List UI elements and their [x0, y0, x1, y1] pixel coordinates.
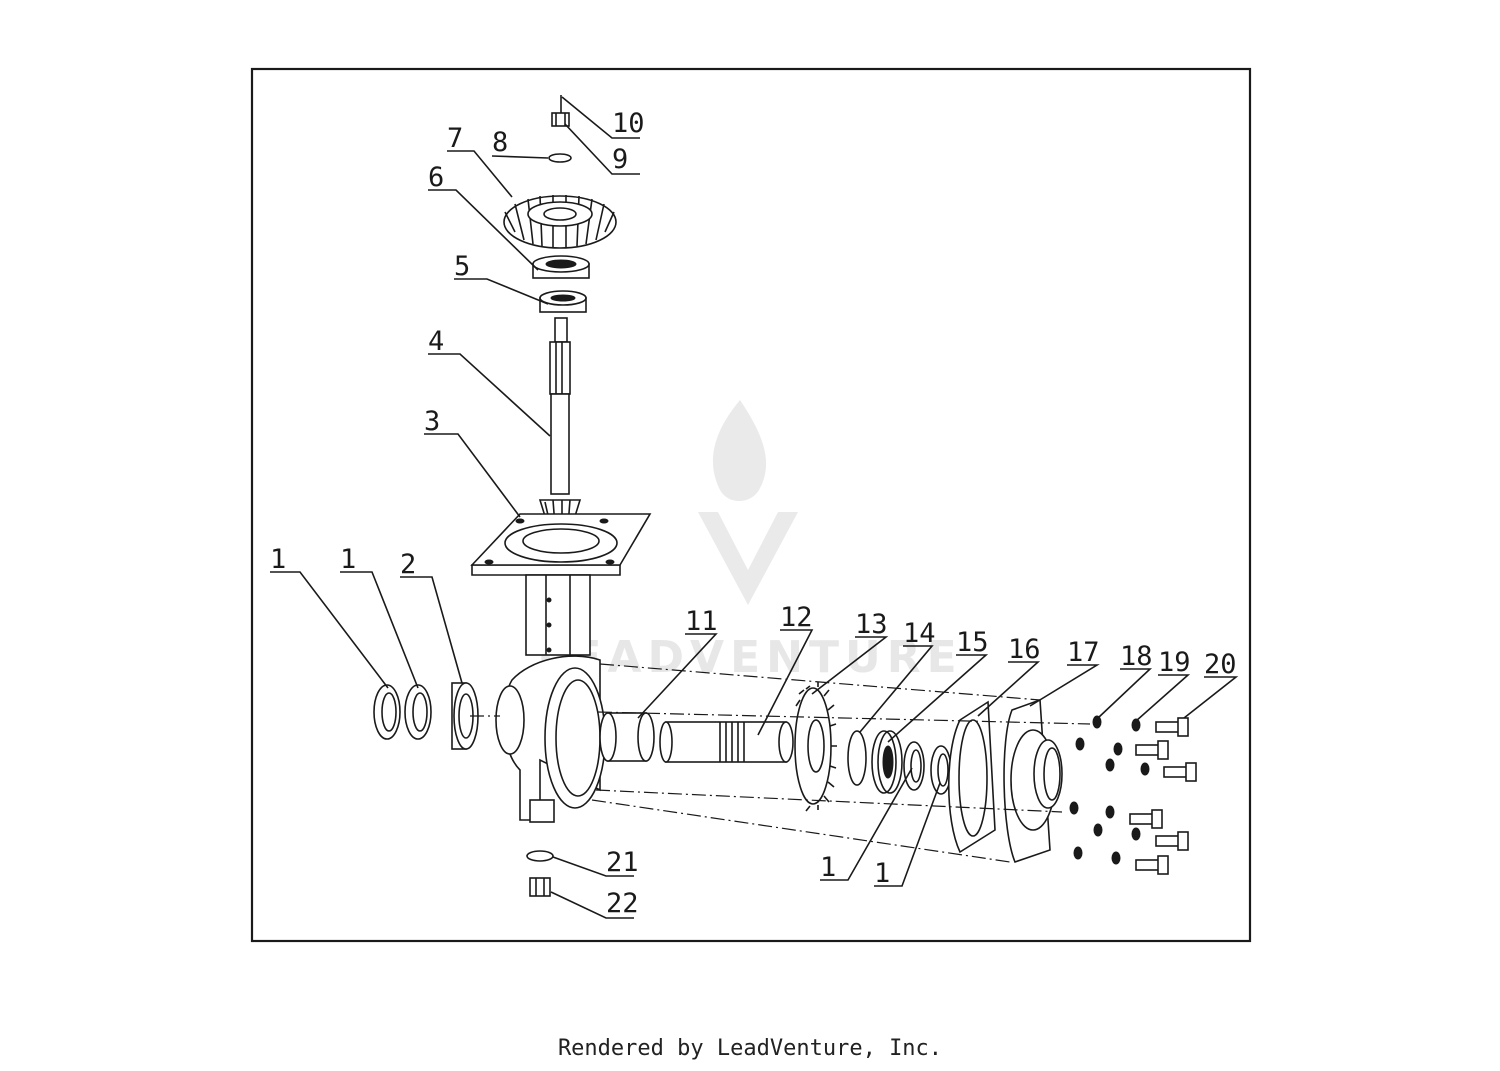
part-12-drive-shaft: [659, 721, 794, 763]
callout-c4: 4: [428, 326, 444, 357]
part-14-spacer: [847, 730, 867, 786]
watermark-text: LEADVENTURE: [537, 632, 962, 683]
callout-c14: 14: [903, 618, 936, 649]
callout-c8: 8: [492, 127, 508, 158]
part-18-washers: [1069, 715, 1115, 860]
callout-c1a: 1: [270, 544, 286, 575]
part-1-seal-left-a: [373, 684, 401, 740]
callout-c6: 6: [428, 162, 444, 193]
part-8-washer: [548, 153, 572, 163]
callout-c16: 16: [1008, 634, 1041, 665]
part-15-bearing-right: [871, 730, 903, 794]
footer-credit: Rendered by LeadVenture, Inc.: [557, 1036, 943, 1061]
part-22-drain-plug: [529, 877, 551, 897]
part-5-bearing: [539, 290, 587, 313]
part-1-seal-left-b: [404, 684, 432, 740]
watermark-logo: LEADVENTURE: [537, 400, 962, 683]
callout-c15: 15: [956, 627, 989, 658]
callout-c19: 19: [1158, 647, 1191, 678]
callout-c10: 10: [612, 108, 645, 139]
callout-c1b: 1: [340, 544, 356, 575]
callout-c18: 18: [1120, 641, 1153, 672]
part-2-bearing-left: [451, 682, 479, 750]
callout-c21: 21: [606, 847, 639, 878]
callout-c2: 2: [400, 549, 416, 580]
part-20-bolts: [1129, 717, 1197, 875]
callout-c7: 7: [447, 123, 463, 154]
callout-c1c: 1: [820, 852, 836, 883]
callout-c13: 13: [855, 609, 888, 640]
part-6-bearing: [532, 255, 590, 279]
callout-c3: 3: [424, 406, 440, 437]
part-11-bushing: [599, 712, 655, 762]
part-3-housing: [470, 513, 652, 823]
part-1-seal-right-a: [903, 741, 925, 791]
callout-c17: 17: [1067, 637, 1100, 668]
diagram-frame: [250, 67, 1252, 943]
callout-c22: 22: [606, 888, 639, 919]
part-19-lock-washers: [1105, 718, 1150, 865]
part-21-o-ring: [526, 850, 554, 862]
part-9-castle-nut: [551, 112, 570, 127]
callout-c9: 9: [612, 144, 628, 175]
callout-c5: 5: [454, 251, 470, 282]
callout-c20: 20: [1204, 649, 1237, 680]
part-1-seal-right-b: [930, 745, 952, 795]
part-7-bevel-gear: [503, 195, 617, 249]
callout-c11: 11: [685, 606, 718, 637]
part-16-gasket: [947, 700, 996, 854]
alignment-centerlines: [470, 663, 1091, 863]
callout-c1d: 1: [874, 858, 890, 889]
callout-c12: 12: [780, 602, 813, 633]
leader-lines: [270, 96, 1239, 919]
part-17-end-cover: [1003, 698, 1063, 864]
